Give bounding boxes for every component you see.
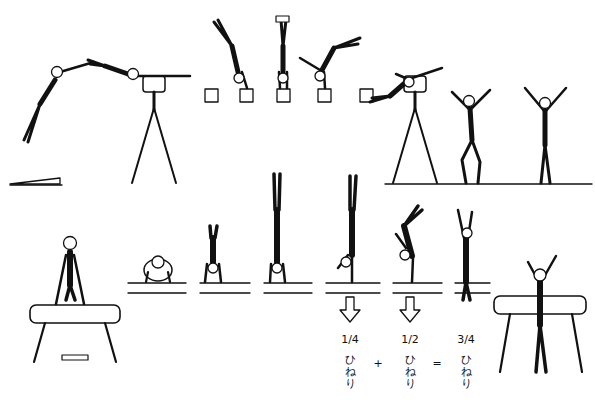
twist-label: ひねり (461, 354, 472, 390)
fraction-label: 3/4 (457, 334, 475, 346)
fraction-label: 1/2 (401, 334, 419, 346)
twist-label: ひねり (345, 354, 356, 390)
fraction-label: 1/4 (341, 334, 359, 346)
fraction-label: + (373, 358, 382, 370)
twist-label: ひねり (405, 354, 416, 390)
fraction-label: = (432, 358, 441, 370)
